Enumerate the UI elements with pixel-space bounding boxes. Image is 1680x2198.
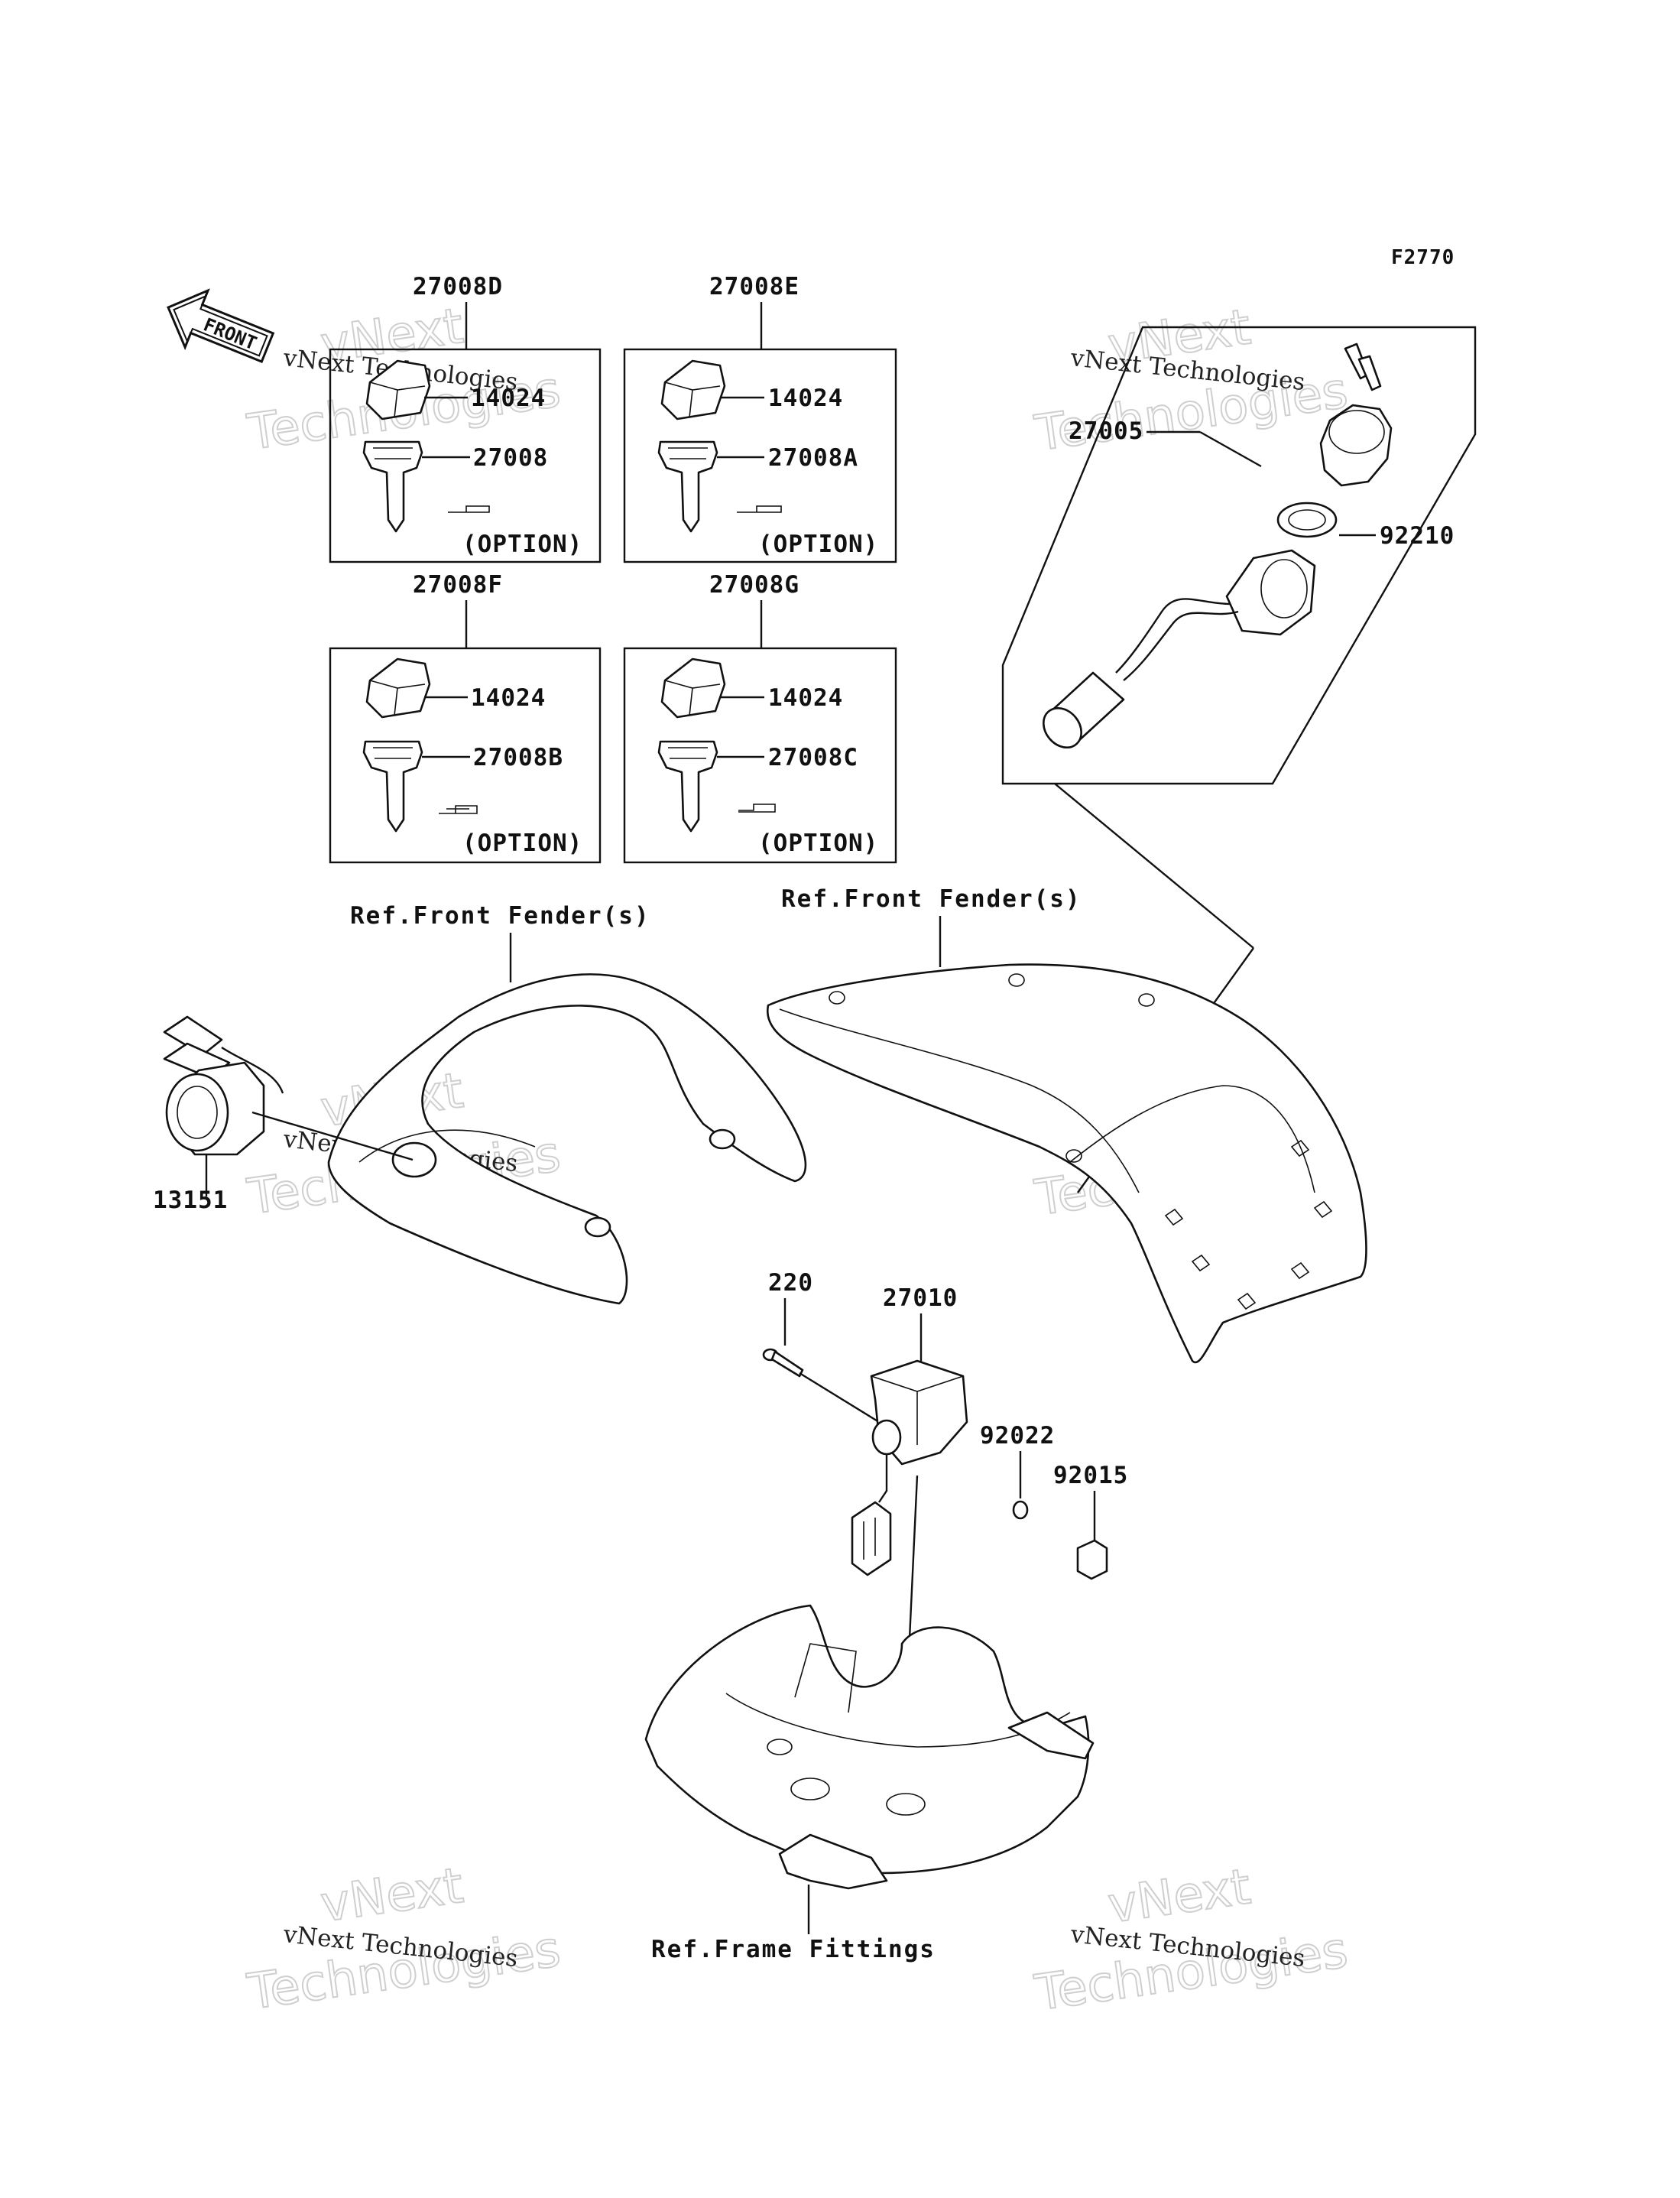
kit-label: 27008G — [709, 571, 799, 599]
left-front-fender[interactable]: Ref.Front Fender(s) — [327, 902, 807, 1305]
frame-fittings[interactable]: Ref.Frame Fittings — [644, 1604, 1095, 1963]
key-code-icon — [448, 505, 490, 513]
nut-part-number: 92210 — [1380, 522, 1455, 550]
key-part-number: 27008A — [768, 444, 858, 472]
kit-box-27008E[interactable]: 27008E 14024 27008A (OPTION) — [623, 273, 897, 563]
cap-part-number: 14024 — [471, 684, 546, 712]
socket-icon — [163, 1015, 284, 1156]
cap-part-number: 14024 — [768, 385, 843, 412]
switch-body-icon — [870, 1359, 968, 1466]
screw-part-number: 220 — [768, 1269, 813, 1297]
figure-code: F2770 — [1391, 246, 1455, 269]
key-part-number: 27008B — [473, 744, 563, 771]
left-fender-ref-label: Ref.Front Fender(s) — [350, 902, 650, 930]
connector-icon — [851, 1501, 892, 1576]
right-fender-ref-label: Ref.Front Fender(s) — [781, 885, 1082, 913]
cap-part-number: 14024 — [471, 385, 546, 412]
kit-label: 27008E — [709, 273, 799, 300]
ignition-switch-part-number: 27005 — [1069, 417, 1143, 445]
fender-clip-icons — [829, 973, 1333, 1310]
key-part-number: 27008C — [768, 744, 858, 771]
washer-part-number: 92022 — [980, 1422, 1055, 1450]
kit-label: 27008D — [413, 273, 503, 300]
key-cap-icon — [365, 359, 431, 420]
kit-box-27008D[interactable]: 27008D 14024 27008 (OPTION) — [329, 273, 602, 563]
switch-part-number: 27010 — [883, 1284, 958, 1312]
front-arrow-icon: FRONT — [167, 288, 275, 364]
key-code-icon — [738, 804, 776, 813]
watermark-text: vNext — [1104, 1859, 1254, 1934]
mount-hole-icon — [584, 1216, 611, 1238]
ignition-switch-body-icon — [1043, 549, 1316, 748]
switch-27010[interactable]: 220 27010 92022 92015 — [762, 1269, 1128, 1721]
mount-hole-icon — [709, 1128, 736, 1150]
option-label: (OPTION) — [758, 531, 878, 558]
kit-box-27008F[interactable]: 27008F 14024 27008B (OPTION) — [329, 571, 602, 864]
right-front-fender[interactable]: Ref.Front Fender(s) — [766, 885, 1367, 1364]
option-label: (OPTION) — [462, 830, 582, 857]
kit-box-27008G[interactable]: 27008G 14024 27008C (OPTION) — [623, 571, 897, 864]
key-part-number: 27008 — [473, 444, 548, 472]
option-label: (OPTION) — [758, 830, 878, 857]
key-cap-icon — [365, 657, 431, 719]
key-cap-icon — [660, 657, 726, 719]
ignition-key-icon — [1319, 343, 1393, 487]
frame-fittings-ref-label: Ref.Frame Fittings — [651, 1936, 936, 1963]
clip-part-number: 92015 — [1053, 1462, 1128, 1489]
clip-icon — [1076, 1539, 1108, 1580]
cap-part-number: 14024 — [768, 684, 843, 712]
washer-icon — [1012, 1500, 1029, 1520]
watermark-text: vNext — [317, 1858, 466, 1933]
option-label: (OPTION) — [462, 531, 582, 558]
key-code-icon — [737, 505, 782, 513]
key-icon — [362, 440, 423, 533]
screw-icon — [762, 1348, 804, 1378]
key-icon — [657, 740, 718, 833]
ignition-group-outline — [1001, 326, 1477, 785]
socket-part-number: 13151 — [153, 1187, 228, 1214]
kit-label: 27008F — [413, 571, 503, 599]
key-code-icon — [439, 805, 478, 814]
key-cap-icon — [660, 359, 726, 420]
key-icon — [657, 440, 718, 533]
key-icon — [362, 740, 423, 833]
socket-13151[interactable]: 13151 — [153, 1015, 414, 1214]
ignition-hole-icon — [391, 1141, 437, 1178]
nut-icon — [1276, 502, 1338, 538]
